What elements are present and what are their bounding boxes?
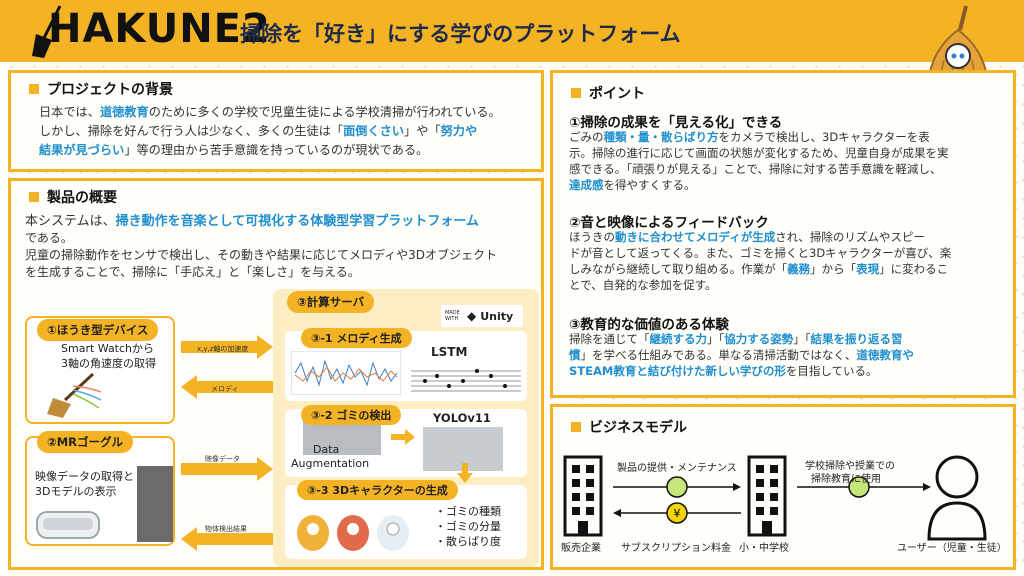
device1-tag: ①ほうき型デバイス xyxy=(37,319,159,341)
background-title: プロジェクトの背景 xyxy=(47,82,173,98)
device2-tag: ②MRゴーグル xyxy=(37,431,134,453)
section-bullet-icon xyxy=(29,192,39,202)
arrow-right-icon xyxy=(391,429,415,445)
point1-text: ごみの種類・量・散らばり方をカメラで検出し、3Dキャラクターを表 示。掃除の進行… xyxy=(569,130,949,192)
background-panel: プロジェクトの背景 日本では、道徳教育のために多くの学校で児童生徒による学校清掃… xyxy=(8,70,544,172)
broom-icon xyxy=(47,372,102,418)
section-bullet-icon xyxy=(29,84,39,94)
business-title: ビジネスモデル xyxy=(589,420,687,436)
trash-detection-box: Data Augmentation YOLOv11 xyxy=(285,409,527,477)
overview-text: 本システムは、掃き動作を音楽として可視化する体験型学習プラットフォーム である。… xyxy=(25,214,498,279)
point2-title: ②音と映像によるフィードバック xyxy=(569,215,769,231)
background-text: 日本では、道徳教育のために多くの学校で児童生徒による学校清掃が行われている。 し… xyxy=(39,105,501,157)
arrow-down-icon xyxy=(457,463,473,483)
point3-title: ③教育的な価値のある体験 xyxy=(569,317,729,333)
overview-panel: 製品の概要 本システムは、掃き動作を音楽として可視化する体験型学習プラットフォー… xyxy=(8,178,544,570)
points-panel: ポイント ①掃除の成果を「見える化」できる ごみの種類・量・散らばり方をカメラで… xyxy=(550,70,1016,398)
point3-text: 掃除を通じて「継続する力」「協力する姿勢」「結果を振り返る習 慣」を学べる仕組み… xyxy=(569,332,914,378)
music-score-icon xyxy=(411,369,521,392)
server-tag: ③計算サーバ xyxy=(287,291,375,313)
melody-tag: ③-1 メロディ生成 xyxy=(301,328,412,348)
header-bar: HAKUNE2 掃除を「好き」にする学びのプラットフォーム xyxy=(0,0,1024,62)
detection-photo-1 xyxy=(303,421,381,455)
logo-text: HAKUNE2 xyxy=(48,6,271,52)
waveform-plot xyxy=(291,351,401,395)
logo-broom-icon xyxy=(32,5,62,58)
business-flow-diagram: ¥ xyxy=(563,455,987,541)
mr-camera-image xyxy=(137,466,173,542)
points-title: ポイント xyxy=(589,86,645,102)
business-panel: ビジネスモデル ¥ xyxy=(550,404,1016,570)
detection-tag: ③-2 ゴミの検出 xyxy=(301,405,402,425)
point1-title: ①掃除の成果を「見える化」できる xyxy=(569,115,783,131)
character-models xyxy=(297,515,409,551)
character-tag: ③-3 3Dキャラクターの生成 xyxy=(297,480,458,500)
vr-goggle-icon xyxy=(36,511,100,539)
school-building-icon xyxy=(747,455,787,537)
mr-goggle-box: 映像データの取得と 3Dモデルの表示 xyxy=(25,436,175,546)
svg-text:¥: ¥ xyxy=(674,507,681,520)
overview-title: 製品の概要 xyxy=(47,190,117,206)
point2-text: ほうきの動きに合わせてメロディが生成され、掃除のリズムやスピー ドが音として返っ… xyxy=(569,230,952,292)
section-bullet-icon xyxy=(571,88,581,98)
flow-arrows xyxy=(181,335,273,551)
page-title: 掃除を「好き」にする学びのプラットフォーム xyxy=(240,22,681,46)
company-building-icon xyxy=(563,455,603,537)
unity-badge: MADE WITH ◆ Unity xyxy=(441,305,523,327)
section-bullet-icon xyxy=(571,422,581,432)
user-person-icon xyxy=(927,455,987,541)
